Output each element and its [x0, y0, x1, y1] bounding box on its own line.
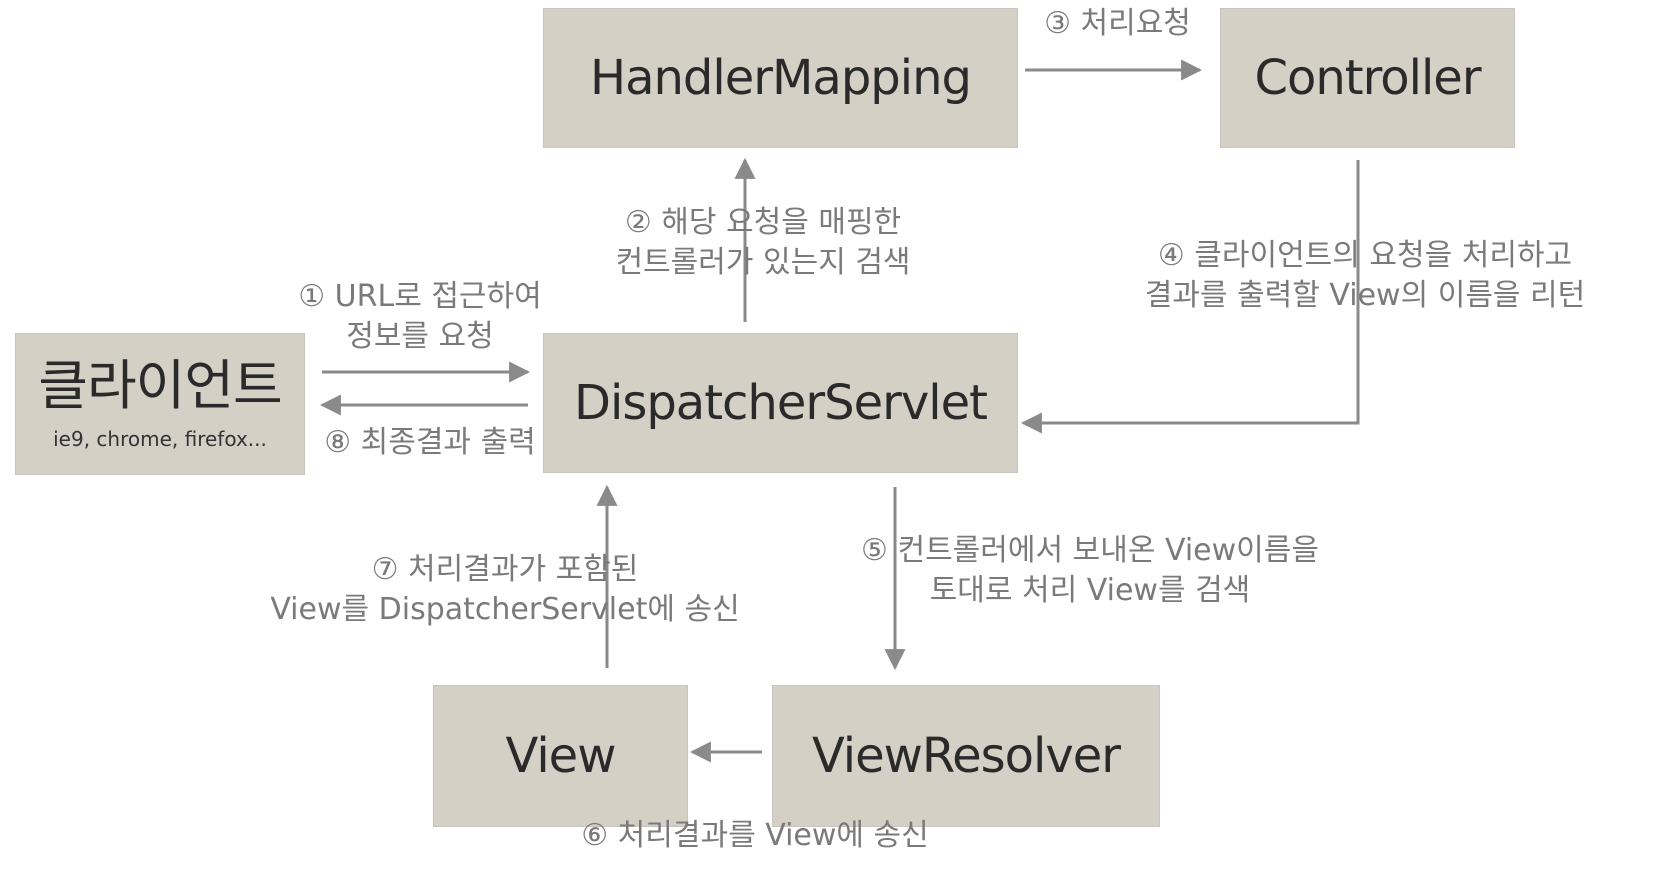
step5-line2: 토대로 처리 View를 검색 [929, 573, 1251, 608]
step6-label: ⑥ 처리결과를 View에 송신 [555, 816, 955, 856]
step2-line2: 컨트롤러가 있는지 검색 [615, 245, 911, 280]
step7-label: ⑦ 처리결과가 포함된 View를 DispatcherServlet에 송신 [245, 550, 765, 630]
handler-mapping-box: HandlerMapping [543, 8, 1018, 148]
controller-box: Controller [1220, 8, 1515, 148]
step7-line1: ⑦ 처리결과가 포함된 [371, 552, 639, 587]
arrow-controller-to-dispatcher [1020, 160, 1360, 434]
step1-line1: ① URL로 접근하여 [298, 279, 542, 314]
step7-line2: View를 DispatcherServlet에 송신 [270, 592, 740, 627]
step3-label: ③ 처리요청 [1025, 4, 1210, 44]
step4-label: ④ 클라이언트의 요청을 처리하고 결과를 출력할 View의 이름을 리턴 [1100, 236, 1630, 316]
view-box: View [433, 685, 688, 827]
step5-line1: ⑤ 컨트롤러에서 보내온 View이름을 [861, 533, 1319, 568]
client-box: 클라이언트 ie9, chrome, firefox... [15, 333, 305, 475]
step8-line1: ⑧ 최종결과 출력 [324, 425, 536, 460]
client-title: 클라이언트 [38, 354, 282, 417]
step3-line1: ③ 처리요청 [1044, 6, 1191, 41]
client-subtitle: ie9, chrome, firefox... [53, 427, 267, 451]
step4-line1: ④ 클라이언트의 요청을 처리하고 [1157, 238, 1573, 273]
step8-label: ⑧ 최종결과 출력 [300, 423, 560, 463]
step2-line1: ② 해당 요청을 매핑한 [624, 205, 902, 240]
step4-line2: 결과를 출력할 View의 이름을 리턴 [1144, 278, 1586, 313]
step1-line2: 정보를 요청 [346, 319, 494, 354]
step2-label: ② 해당 요청을 매핑한 컨트롤러가 있는지 검색 [588, 203, 938, 283]
dispatcher-servlet-box: DispatcherServlet [543, 333, 1018, 473]
step5-label: ⑤ 컨트롤러에서 보내온 View이름을 토대로 처리 View를 검색 [825, 531, 1355, 611]
step1-label: ① URL로 접근하여 정보를 요청 [275, 277, 565, 357]
step6-line1: ⑥ 처리결과를 View에 송신 [581, 818, 929, 853]
view-resolver-box: ViewResolver [772, 685, 1160, 827]
